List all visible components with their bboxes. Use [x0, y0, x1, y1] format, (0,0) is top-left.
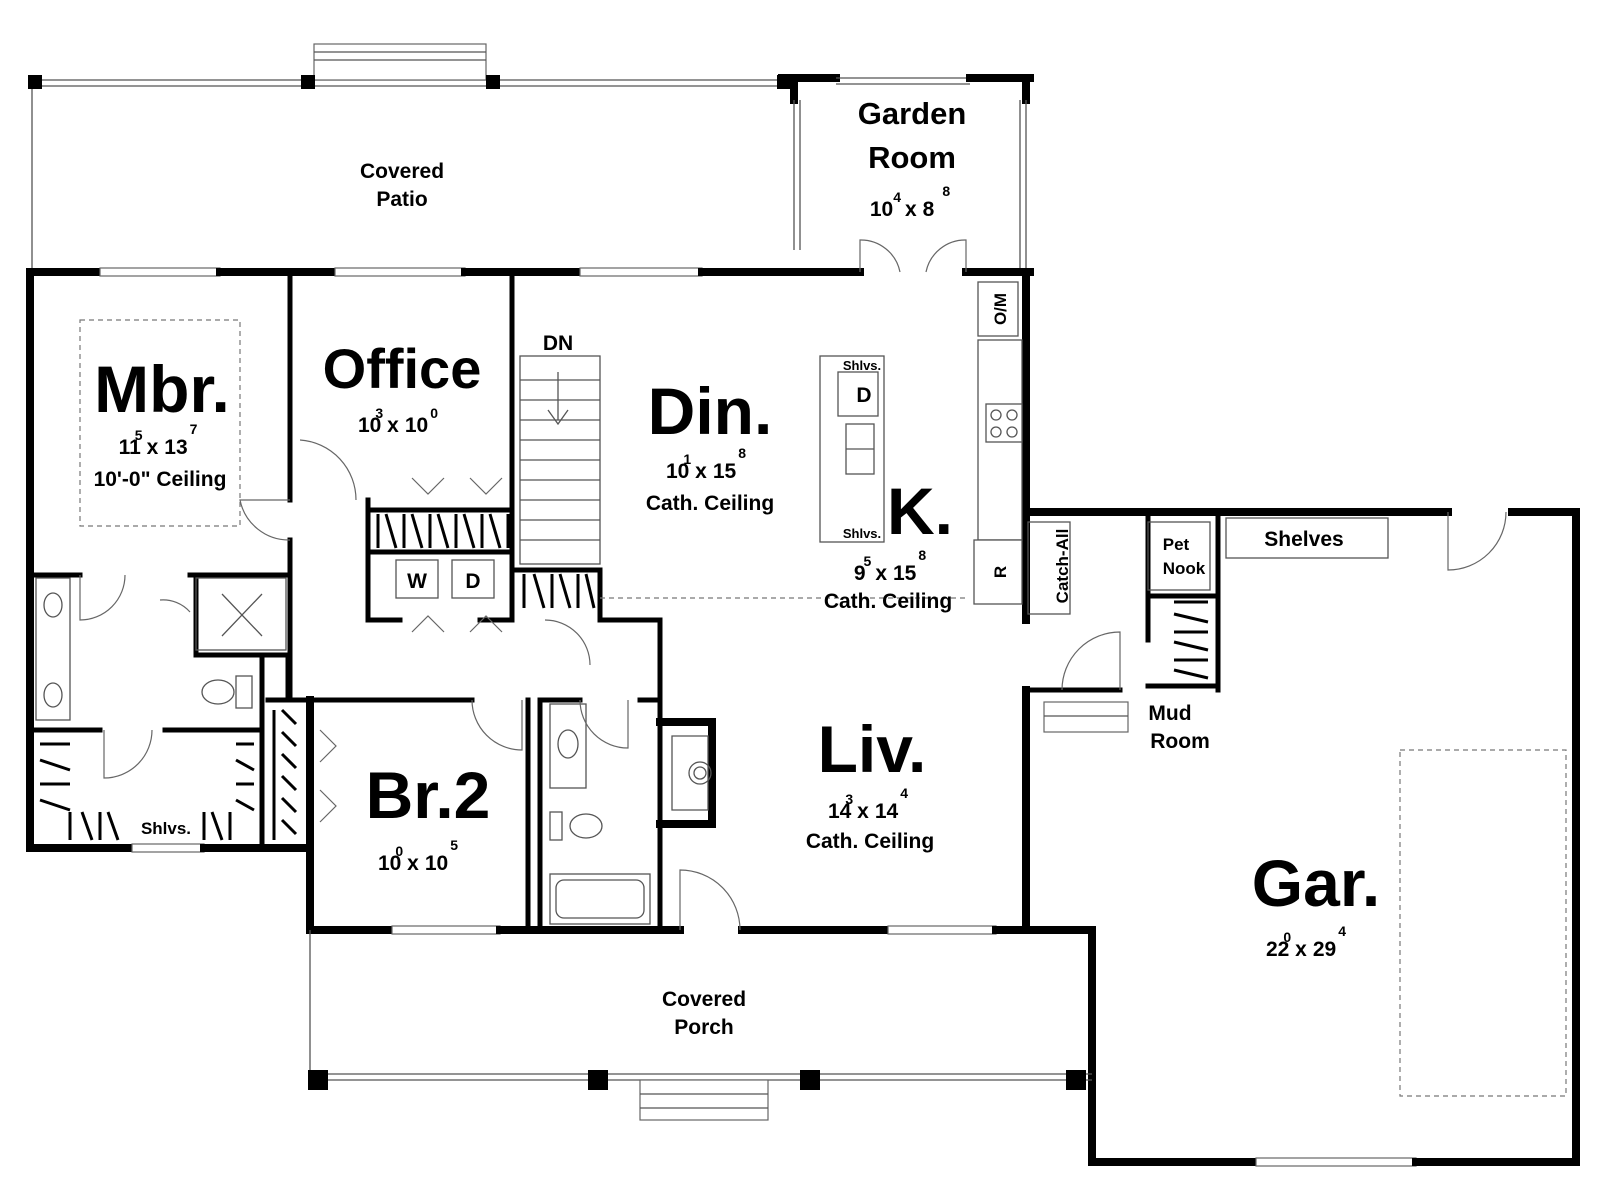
garden-room-walls [778, 74, 1034, 270]
patio-label-1: Covered [360, 160, 444, 183]
pet-nook-label-2: Nook [1163, 559, 1206, 578]
garage-shelves-label: Shelves [1264, 528, 1343, 551]
refrigerator [973, 539, 1023, 605]
patio-label-2: Patio [376, 188, 427, 211]
liv-name: Liv. [818, 712, 927, 786]
stairs-label: DN [543, 332, 573, 355]
mud-room-label-1: Mud [1148, 702, 1191, 725]
fireplace [671, 735, 709, 811]
closet-hatching [39, 507, 1209, 841]
covered-patio [28, 43, 791, 268]
mbr-name: Mbr. [94, 352, 230, 426]
k-ceiling: Cath. Ceiling [824, 590, 952, 613]
garden-room-name-1: Garden [858, 96, 967, 131]
k-name: K. [887, 474, 953, 548]
office-name: Office [323, 337, 482, 400]
washer-label: W [407, 570, 427, 593]
island-dishwasher: D [856, 384, 871, 407]
bathtub [549, 873, 651, 925]
interior-walls [27, 269, 1221, 933]
mbr-ceiling: 10'-0" Ceiling [94, 468, 227, 491]
doors [79, 239, 1507, 931]
dryer [451, 559, 495, 599]
walls [26, 267, 1580, 1167]
porch-label-1: Covered [662, 988, 746, 1011]
garden-room-name-2: Room [868, 140, 956, 175]
catch-all-label: Catch-All [1053, 529, 1072, 604]
dryer-label: D [465, 570, 480, 593]
pet-nook-label-1: Pet [1163, 535, 1190, 554]
oven-micro-label: O/M [991, 293, 1010, 325]
stair-arrow-icon [547, 372, 569, 426]
fixtures [35, 281, 1567, 1121]
din-ceiling: Cath. Ceiling [646, 492, 774, 515]
refrigerator-label: R [991, 566, 1010, 578]
porch-label-2: Porch [674, 1016, 734, 1039]
island-shelves-bottom: Shlvs. [843, 526, 881, 541]
closet-shelves-label: Shlvs. [141, 819, 191, 838]
cooktop-icon [985, 403, 1023, 443]
br2-name: Br.2 [366, 758, 491, 832]
washer [395, 559, 439, 599]
mud-room-label-2: Room [1150, 730, 1210, 753]
island-shelves-top: Shlvs. [843, 358, 881, 373]
stair-treads [520, 379, 600, 541]
gar-name: Gar. [1252, 846, 1380, 920]
liv-ceiling: Cath. Ceiling [806, 830, 934, 853]
din-name: Din. [648, 374, 773, 448]
